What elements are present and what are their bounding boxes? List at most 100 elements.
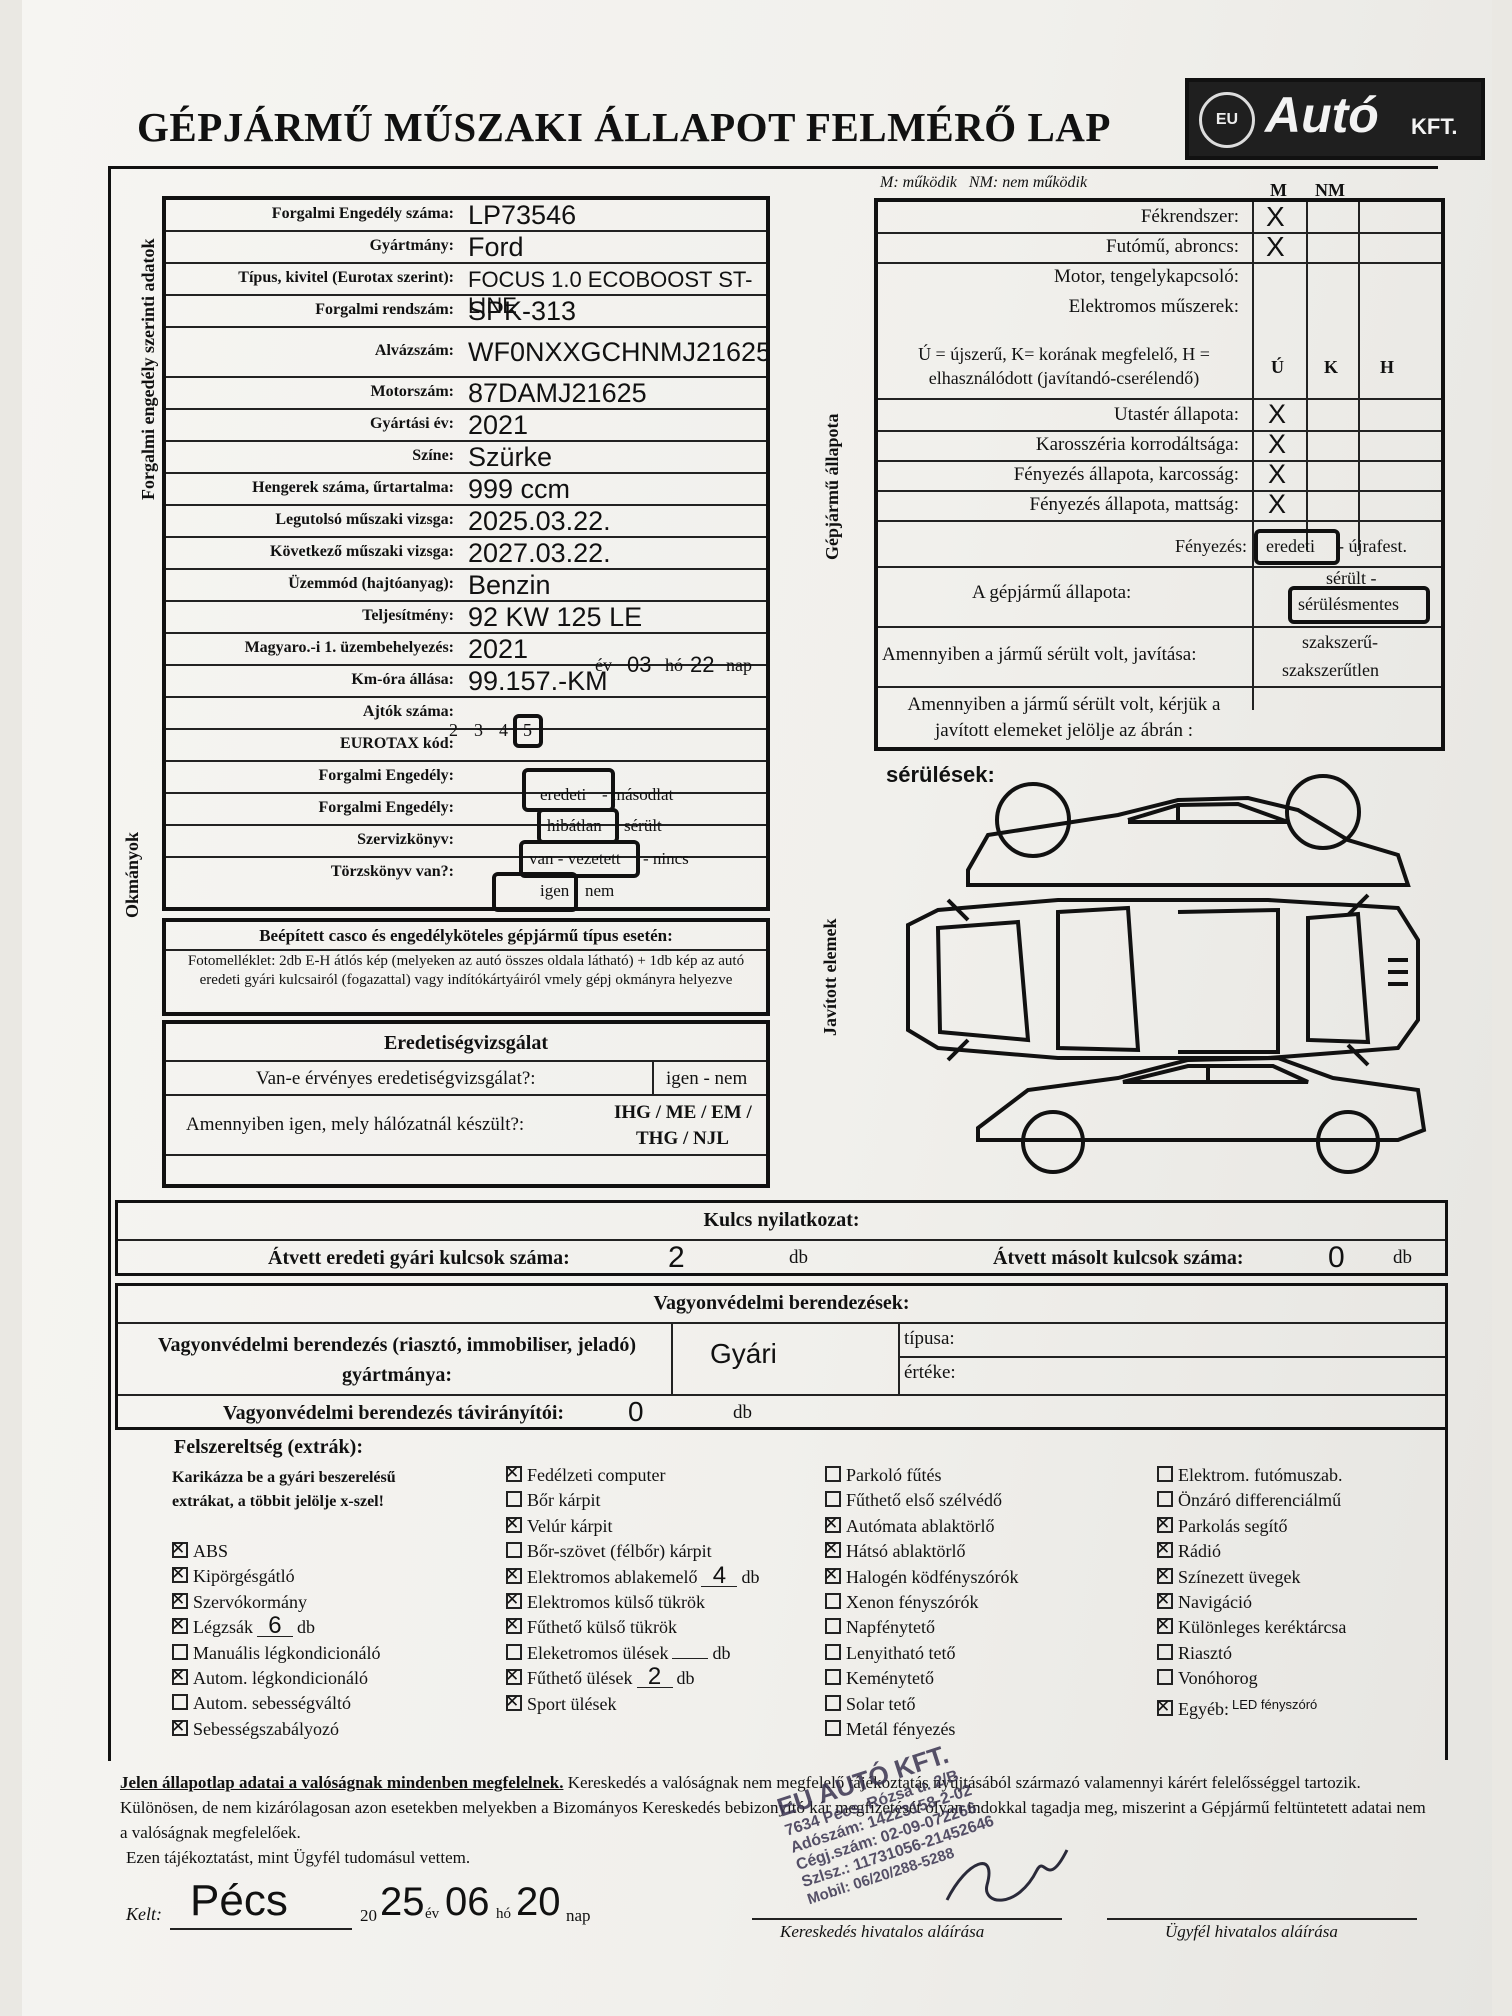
vehicle-row-label: Színe: <box>412 447 454 464</box>
col-nm-header: NM <box>1315 180 1345 200</box>
vehicle-row-value: 2021 <box>468 410 529 440</box>
extra-item: Fűthető külső tükrök <box>505 1613 759 1640</box>
door-option-5: 5 <box>523 720 532 740</box>
checkbox-checked-icon <box>171 1715 188 1740</box>
eredetiseg-box: Eredetiségvizsgálat Van-e érvényes erede… <box>162 1020 770 1188</box>
extra-item: Fedélzeti computer <box>505 1461 759 1488</box>
vehicle-row: Magyaro.-i 1. üzembehelyezés:2021 <box>166 634 766 666</box>
extras-instruction: Karikázza be a gyári beszerelésű extráka… <box>172 1469 396 1510</box>
extra-item: Fűthető első szélvédő <box>825 1488 1018 1513</box>
vehicle-row: Ajtók száma: <box>166 698 766 730</box>
keys-section: Kulcs nyilatkozat: Átvett eredeti gyári … <box>115 1200 1448 1276</box>
checkbox-checked-icon <box>505 1613 522 1639</box>
extras-column-1: ABSKipörgésgátlóSzervókormányLégzsák6dbM… <box>171 1537 380 1742</box>
checkbox-empty-icon <box>825 1720 841 1737</box>
vehicle-row-value: Szürke <box>468 442 553 472</box>
damage-label: sérülések: <box>886 762 995 787</box>
condition-ukh-label: Karosszéria korrodáltsága: <box>1035 434 1239 455</box>
door-option-2: 2 <box>449 720 458 740</box>
extras-title: Felszereltség (extrák): <box>174 1436 363 1458</box>
kelt-year: 25 <box>380 1880 425 1924</box>
extra-item-label: Rádió <box>1178 1541 1221 1562</box>
extra-item-label: Eleketromos ülések <box>527 1642 669 1663</box>
vehicle-row: Típus, kivitel (Eurotax szerint):FOCUS 1… <box>166 264 766 318</box>
extra-item-label: Solar tető <box>846 1693 916 1714</box>
checkbox-checked-icon <box>505 1588 522 1613</box>
extra-item: Manuális légkondicionáló <box>172 1641 380 1666</box>
vehicle-row-label: Legutolsó műszaki vizsga: <box>275 511 454 528</box>
keys-copy-value: 0 <box>1328 1241 1345 1274</box>
checkbox-checked-icon <box>1156 1563 1173 1588</box>
condition-m-mark: X <box>1266 231 1285 262</box>
checkbox-empty-icon <box>172 1643 188 1660</box>
checkbox-checked-icon <box>171 1613 188 1639</box>
extra-item: Metál fényezés <box>825 1717 1018 1742</box>
vehicle-row-label: Gyártmány: <box>369 237 454 254</box>
extra-item-label: Parkoló fűtés <box>846 1465 942 1485</box>
kelt-city: Pécs <box>190 1876 288 1925</box>
vehicle-row-value: WF0NXXGCHNMJ21625 <box>468 337 772 367</box>
extra-item-label: Halogén ködfényszórók <box>846 1566 1019 1587</box>
extra-item-unit: db <box>712 1642 731 1663</box>
security-maker-label: Vagyonvédelmi berendezés (riasztó, immob… <box>157 1334 637 1386</box>
extra-item-label: Szervókormány <box>193 1591 307 1612</box>
extra-item-count: 6 <box>256 1614 293 1638</box>
security-tipus-label: típusa: <box>904 1328 955 1349</box>
javitas-option-a: szakszerű- <box>1302 632 1378 652</box>
door-circle-mark <box>513 714 543 748</box>
checkbox-empty-icon <box>825 1491 841 1508</box>
checkbox-checked-icon <box>171 1562 188 1588</box>
condition-legend: M: működik NM: nem működik <box>880 174 1088 191</box>
checkbox-empty-icon <box>825 1618 841 1635</box>
extras-column-4: Elektrom. futómuszab.Önzáró differenciál… <box>1156 1463 1346 1722</box>
vehicle-row-label: Következő műszaki vizsga: <box>270 543 454 560</box>
vehicle-row-label: Magyaro.-i 1. üzembehelyezés: <box>244 639 454 656</box>
kelt-day: 20 <box>516 1880 561 1924</box>
vehicle-row: Alvázszám:WF0NXXGCHNMJ21625 <box>166 328 771 378</box>
extra-item-count <box>672 1657 709 1659</box>
fenyezes-label: Fényezés: <box>1175 536 1247 556</box>
vehicle-row: Forgalmi rendszám:SPK-313 <box>166 296 766 328</box>
keys-orig-label: Átvett eredeti gyári kulcsok száma: <box>268 1247 570 1269</box>
extra-item: Színezett üvegek <box>1156 1563 1346 1590</box>
checkbox-checked-icon <box>1156 1613 1173 1639</box>
frame-top-line <box>108 166 1438 169</box>
vehicle-row-label: Üzemmód (hajtóanyag): <box>288 575 454 592</box>
security-title: Vagyonvédelmi berendezések: <box>653 1292 910 1314</box>
vehicle-row: Motorszám:87DAMJ21625 <box>166 378 766 410</box>
door-option-4: 4 <box>499 720 508 740</box>
extra-item-label: Manuális légkondicionáló <box>193 1642 381 1663</box>
fe1-circle-mark <box>522 768 615 812</box>
condition-mnm-label: Elektromos műszerek: <box>1068 296 1239 317</box>
fe2-option-b: sérült <box>624 816 662 835</box>
checkbox-checked-icon <box>1156 1588 1173 1613</box>
extra-item: Keménytető <box>825 1666 1018 1691</box>
extra-item-label: Velúr kárpit <box>527 1515 613 1536</box>
company-logo: EU Autó KFT. <box>1185 78 1485 160</box>
extra-item-label: Fűthető első szélvédő <box>846 1490 1002 1511</box>
checkbox-empty-icon <box>506 1643 522 1660</box>
extra-item-label: Vonóhorog <box>1178 1668 1258 1689</box>
torzs-option-a: igen <box>540 881 570 900</box>
vehicle-row: Legutolsó műszaki vizsga:2025.03.22. <box>166 506 766 538</box>
keys-title: Kulcs nyilatkozat: <box>703 1209 860 1231</box>
vehicle-row: Szervizkönyv: <box>166 826 766 858</box>
keys-orig-unit: db <box>789 1247 808 1268</box>
extra-item-label: Autom. légkondicionáló <box>193 1668 368 1689</box>
extra-item-label: Lenyitható tető <box>846 1642 956 1663</box>
vehicle-row-value: 2027.03.22. <box>468 538 611 568</box>
allapot-option-b: sérülésmentes <box>1298 594 1399 614</box>
logo-brand: Autó <box>1265 87 1379 143</box>
kelt-nap: nap <box>566 1906 591 1925</box>
extra-item-unit: db <box>741 1566 760 1587</box>
col-m-header: M <box>1270 180 1287 200</box>
vehicle-row: Következő műszaki vizsga: 2027.03.22. <box>166 538 766 570</box>
extra-item-label: Napfénytető <box>846 1617 935 1638</box>
extra-item-count: 2 <box>636 1665 673 1689</box>
door-option-3: 3 <box>474 720 483 740</box>
vehicle-row-label: Gyártási év: <box>370 415 454 432</box>
vehicle-row-label: Forgalmi Engedély: <box>318 767 454 784</box>
